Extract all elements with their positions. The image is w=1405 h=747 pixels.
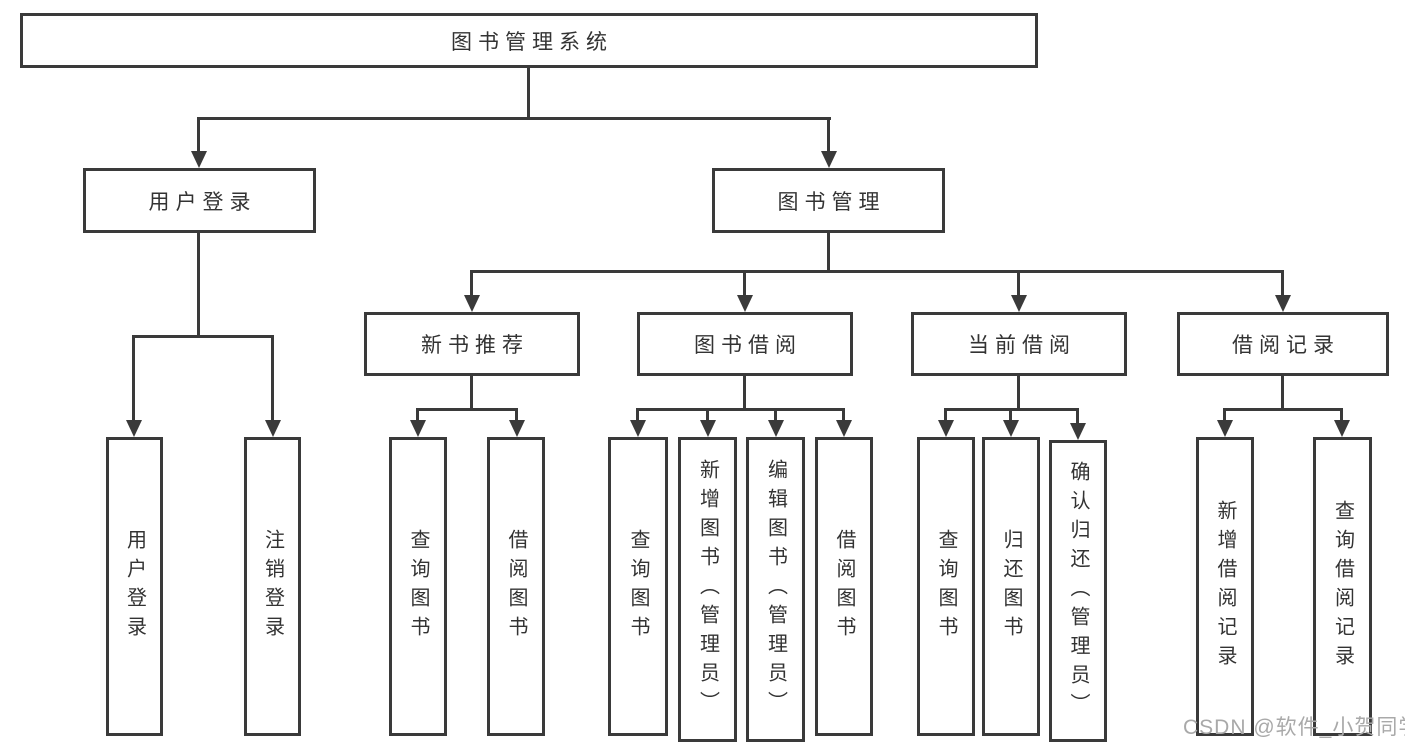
arrow-down-icon (737, 295, 753, 312)
arrow-down-icon (509, 420, 525, 437)
connector-to-user-login (197, 117, 200, 153)
leaf-nb-query-books: 查询图书 (389, 437, 447, 736)
arrow-down-icon (821, 151, 837, 168)
arrow-down-icon (1275, 295, 1291, 312)
connector-to-logout (271, 335, 274, 421)
connector-current-borrow-drop (1017, 376, 1020, 408)
arrow-down-icon (1334, 420, 1350, 437)
arrow-down-icon (700, 420, 716, 437)
arrow-down-icon (836, 420, 852, 437)
connector-to-cb-return (1009, 408, 1012, 422)
leaf-bb-query-books: 查询图书 (608, 437, 668, 736)
connector-to-bb-borrow (842, 408, 845, 422)
connector-book-mgmt-drop (827, 233, 830, 270)
connector-to-current-borrow (1017, 270, 1020, 296)
connector-to-login (132, 335, 135, 421)
connector-user-login-span (132, 335, 273, 338)
arrow-down-icon (938, 420, 954, 437)
arrow-down-icon (1011, 295, 1027, 312)
connector-root-span (197, 117, 831, 120)
leaf-nb-borrow-books: 借阅图书 (487, 437, 545, 736)
connector-to-br-add (1223, 408, 1226, 422)
connector-book-borrow-drop (743, 376, 746, 408)
node-book-borrow: 图书借阅 (637, 312, 853, 376)
watermark: CSDN @软件_小贺同学 (1183, 716, 1405, 739)
connector-borrow-records-drop (1281, 376, 1284, 408)
connector-book-mgmt-span (470, 270, 1284, 273)
connector-to-bb-query (636, 408, 639, 422)
arrow-down-icon (191, 151, 207, 168)
connector-to-book-borrow (743, 270, 746, 296)
node-root: 图书管理系统 (20, 13, 1038, 68)
arrow-down-icon (1217, 420, 1233, 437)
arrow-down-icon (265, 420, 281, 437)
leaf-cb-query-books: 查询图书 (917, 437, 975, 736)
arrow-down-icon (1070, 423, 1086, 440)
arrow-down-icon (1003, 420, 1019, 437)
connector-to-br-query (1340, 408, 1343, 422)
arrow-down-icon (768, 420, 784, 437)
leaf-cb-return-books: 归还图书 (982, 437, 1040, 736)
leaf-bb-borrow-books: 借阅图书 (815, 437, 873, 736)
connector-root-drop (527, 68, 530, 117)
connector-to-cb-confirm (1076, 408, 1079, 424)
leaf-user-login: 用户登录 (106, 437, 163, 736)
node-new-books: 新书推荐 (364, 312, 580, 376)
leaf-br-query-record: 查询借阅记录 (1313, 437, 1372, 736)
node-current-borrow: 当前借阅 (911, 312, 1127, 376)
connector-to-bb-edit (774, 408, 777, 422)
connector-to-cb-query (944, 408, 947, 422)
node-book-mgmt: 图书管理 (712, 168, 945, 233)
node-borrow-records: 借阅记录 (1177, 312, 1389, 376)
connector-to-book-mgmt (827, 117, 830, 153)
connector-user-login-drop (197, 233, 200, 335)
leaf-logout: 注销登录 (244, 437, 301, 736)
leaf-br-add-record: 新增借阅记录 (1196, 437, 1254, 736)
leaf-bb-edit-books-admin: 编辑图书（管理员） (746, 437, 805, 742)
connector-to-nb-query (416, 408, 419, 422)
arrow-down-icon (126, 420, 142, 437)
arrow-down-icon (410, 420, 426, 437)
connector-to-bb-add (706, 408, 709, 422)
connector-to-nb-borrow (515, 408, 518, 422)
connector-new-books-drop (470, 376, 473, 408)
leaf-bb-add-books-admin: 新增图书（管理员） (678, 437, 737, 742)
arrow-down-icon (630, 420, 646, 437)
arrow-down-icon (464, 295, 480, 312)
leaf-cb-confirm-return-admin: 确认归还（管理员） (1049, 440, 1107, 742)
connector-book-borrow-span (636, 408, 845, 411)
connector-to-new-books (470, 270, 473, 296)
connector-new-books-span (416, 408, 518, 411)
connector-to-borrow-records (1281, 270, 1284, 296)
connector-borrow-records-span (1223, 408, 1343, 411)
node-user-login: 用户登录 (83, 168, 316, 233)
